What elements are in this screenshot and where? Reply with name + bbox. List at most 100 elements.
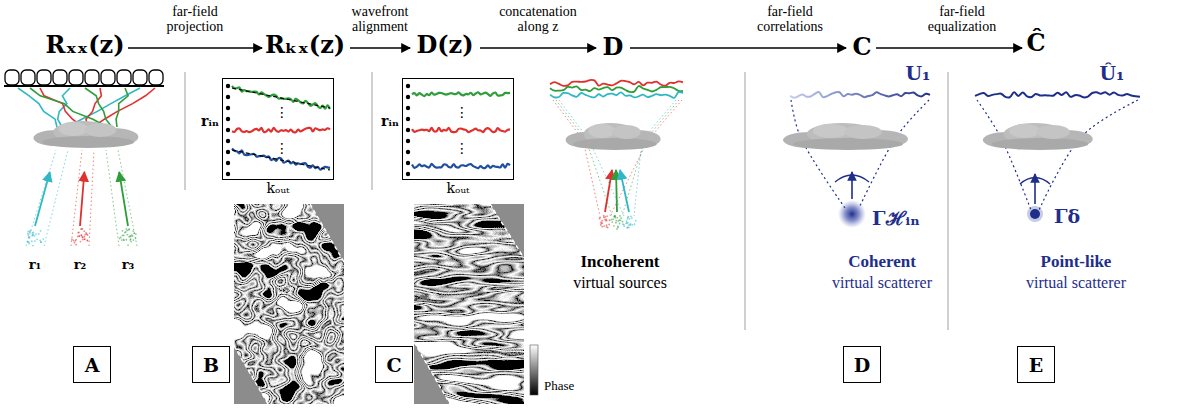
source-speckle xyxy=(119,238,121,240)
wave-arc xyxy=(1020,178,1050,185)
panel-letter-box: E xyxy=(1017,346,1055,383)
caption-text: virtual scatterer xyxy=(832,274,932,292)
row-dot xyxy=(406,106,410,110)
panel-letter: C xyxy=(386,354,401,376)
row-dot xyxy=(406,128,410,132)
ray-cone xyxy=(44,150,68,246)
caption-bold: Coherent xyxy=(848,252,916,272)
source-arrow xyxy=(80,172,84,226)
scatterer-symbol: Γℋᵢₙ xyxy=(872,205,920,231)
step-arrows xyxy=(128,47,1022,48)
source-speckle xyxy=(133,232,135,234)
source-speckle xyxy=(606,215,608,217)
focus-line xyxy=(859,100,929,208)
source-speckle xyxy=(619,223,621,225)
source-speckle xyxy=(130,238,132,240)
source-speckle xyxy=(126,230,128,232)
source-speckle xyxy=(27,234,29,236)
row-dot xyxy=(226,150,230,154)
phase-image xyxy=(414,204,524,404)
caption-bold: Point-like xyxy=(1041,252,1112,272)
separator xyxy=(947,72,948,330)
source-speckle xyxy=(74,242,76,244)
virtual-scatterer xyxy=(1030,209,1040,219)
step-label: concatenation along z xyxy=(483,4,593,35)
source-speckle xyxy=(626,220,628,222)
phase-map xyxy=(414,204,524,404)
source-speckle xyxy=(123,239,125,241)
transducer-element xyxy=(117,70,131,85)
source-label: r₂ xyxy=(74,257,87,272)
source-speckle xyxy=(599,217,601,219)
row-dot xyxy=(406,117,410,121)
ray-cone xyxy=(559,100,624,216)
step-arrow xyxy=(128,47,262,48)
plot-curves xyxy=(226,84,330,176)
panel-letter-box: A xyxy=(73,346,111,383)
source-speckle xyxy=(86,239,88,241)
source-speckle xyxy=(125,231,127,233)
row-dot xyxy=(226,139,230,143)
ray-cone xyxy=(71,150,82,246)
ray-cone xyxy=(89,150,94,246)
ray-cone xyxy=(118,150,137,246)
panel-letter: D xyxy=(854,354,870,376)
source-speckle xyxy=(133,239,135,241)
wavefront-curve xyxy=(412,164,510,168)
source-speckle xyxy=(31,240,33,242)
separator xyxy=(184,72,185,190)
transducer-element xyxy=(149,70,163,85)
source-speckle xyxy=(601,226,603,228)
source-speckle xyxy=(630,215,632,217)
row-dot xyxy=(406,172,410,176)
ray-cone xyxy=(26,150,56,246)
source-speckle xyxy=(620,219,622,221)
wavefront-curve xyxy=(550,80,683,86)
ellipsis: ⋮ xyxy=(455,141,469,155)
caption-text: virtual scatterer xyxy=(1026,274,1126,292)
ray-cone xyxy=(610,100,682,216)
scatterer-symbol: Γδ xyxy=(1054,205,1080,227)
cloud-part xyxy=(1009,124,1040,138)
panel-letter-box: C xyxy=(375,346,413,383)
ray-cone xyxy=(556,100,612,216)
source-speckle xyxy=(613,225,615,227)
source-speckle xyxy=(28,237,30,239)
source-speckle xyxy=(135,233,137,235)
ray xyxy=(93,88,155,127)
source-speckle xyxy=(75,239,77,241)
source-label: r₁ xyxy=(29,257,42,272)
cloud-part xyxy=(573,138,657,150)
source-speckle xyxy=(600,224,602,226)
source-speckle xyxy=(28,236,30,238)
transducer-base xyxy=(4,85,164,87)
axis-label: rᵢₙ xyxy=(201,113,219,129)
source-arrow xyxy=(119,172,128,226)
panel-letter: A xyxy=(85,354,100,376)
source-speckle xyxy=(635,220,637,222)
plot-curves xyxy=(406,84,510,176)
transducer-element xyxy=(85,70,99,85)
source-speckle xyxy=(82,236,84,238)
source-speckle xyxy=(31,235,33,237)
source-speckle xyxy=(83,238,85,240)
ray xyxy=(40,88,83,127)
step-label: far-field equalization xyxy=(912,4,1012,35)
scatterer-halo xyxy=(1027,206,1043,222)
panel-letter: E xyxy=(1029,354,1043,376)
focus-line xyxy=(791,100,845,208)
source-speckle xyxy=(125,228,127,230)
source-speckle xyxy=(615,222,617,224)
caption-bold: Incoherent xyxy=(580,252,659,272)
source-speckle xyxy=(622,221,624,223)
ray xyxy=(30,88,107,127)
source-speckle xyxy=(125,239,127,241)
panel-letter-box: D xyxy=(843,346,881,383)
cloud-part xyxy=(588,124,615,138)
wave-arc xyxy=(835,175,869,182)
source-speckle xyxy=(129,239,131,241)
source-speckle xyxy=(81,228,83,230)
source-speckle xyxy=(634,223,636,225)
